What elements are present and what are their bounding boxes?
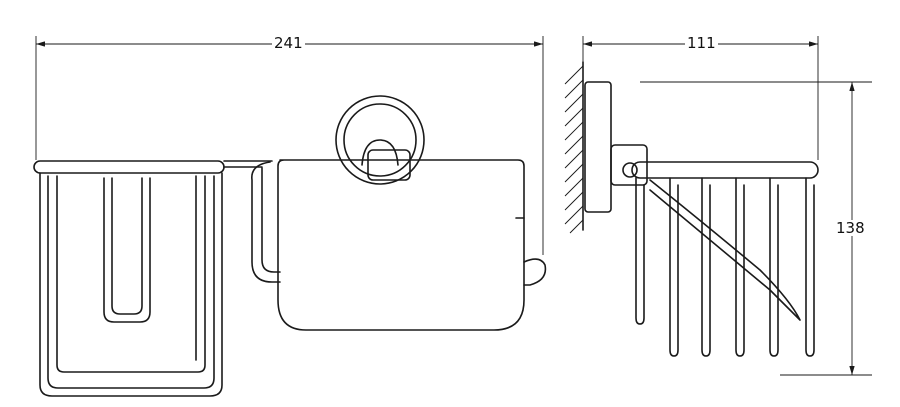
connecting-rail <box>223 160 273 168</box>
side-depth-label: 111 <box>685 34 718 52</box>
side-height-label: 138 <box>834 219 867 237</box>
wall-hatching <box>564 61 584 234</box>
paper-holder-front-view <box>251 95 547 331</box>
basket-side-view <box>584 81 819 357</box>
front-width-label: 241 <box>272 34 305 52</box>
side-depth-dimension <box>582 36 819 160</box>
basket-front-view <box>33 160 225 397</box>
